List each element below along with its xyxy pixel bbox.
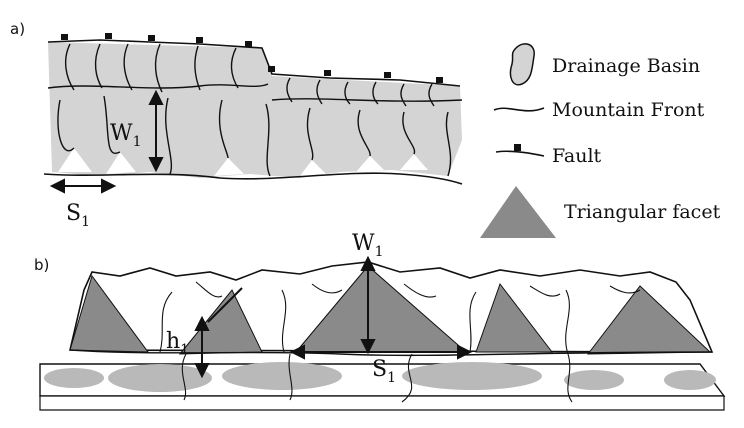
legend: Drainage Basin Mountain Front Fault Tria…	[480, 44, 721, 238]
basin-area	[48, 42, 462, 178]
s1-label-b: S1	[372, 357, 396, 386]
s1-arrow-a	[52, 180, 114, 192]
panel-b-block: W1 S1 h1	[40, 231, 724, 410]
block-front	[40, 396, 724, 410]
legend-label-mountain-front: Mountain Front	[552, 99, 705, 121]
legend-label-drainage-basin: Drainage Basin	[552, 55, 700, 77]
s1-label-a: S1	[66, 201, 90, 230]
triangular-facet-icon	[480, 186, 556, 238]
panel-a-tag: a)	[10, 20, 25, 38]
drainage-basin-icon	[510, 44, 534, 85]
legend-label-fault: Fault	[552, 145, 602, 167]
panel-a-map: W1 S1	[44, 33, 462, 230]
legend-label-triangular-facet: Triangular facet	[564, 201, 721, 223]
mountain-front-icon	[494, 108, 544, 111]
panel-b-tag: b)	[34, 256, 49, 274]
fault-icon	[496, 144, 544, 156]
w1-label-b: W1	[352, 231, 384, 260]
